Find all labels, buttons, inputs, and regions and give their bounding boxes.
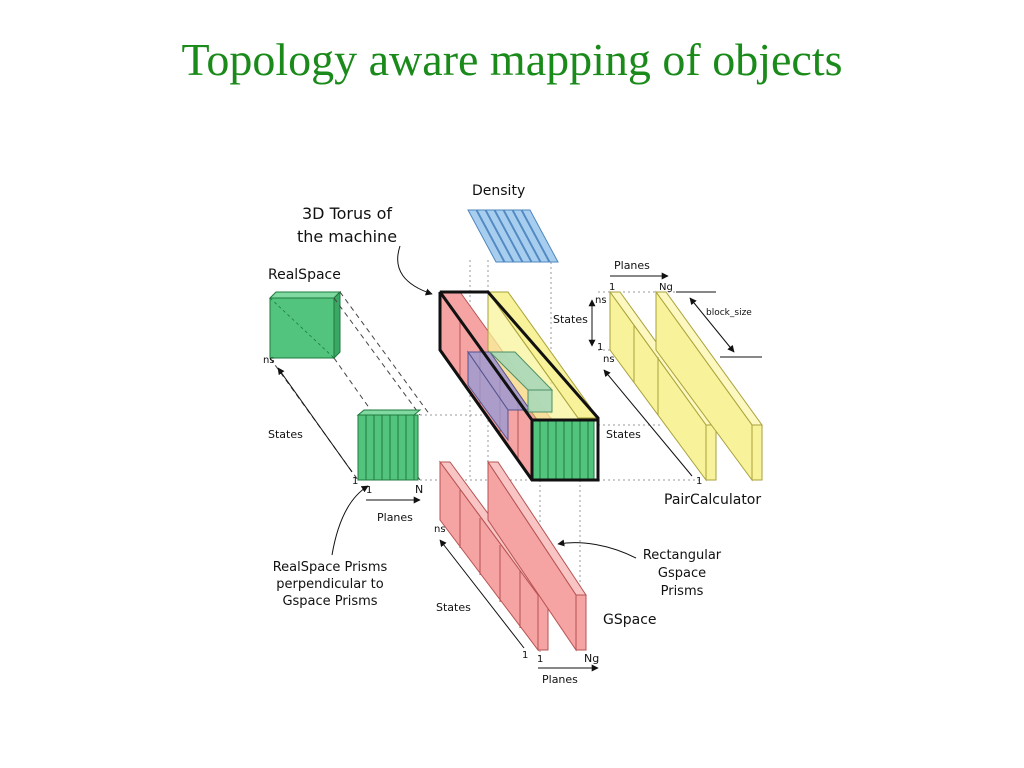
rect-gspace-callout-arrow xyxy=(557,539,637,559)
realspace-one-a: 1 xyxy=(352,476,358,487)
gspace-planes-label: Planes xyxy=(542,673,578,686)
realspace-states-arrow xyxy=(277,367,353,473)
torus-box xyxy=(438,290,600,482)
gspace-prisms xyxy=(439,460,587,652)
realspace-cube xyxy=(268,290,342,360)
gspace-Ng-label: Ng xyxy=(584,652,599,665)
rect-gspace-label-line1: Rectangular xyxy=(643,548,722,563)
realspace-N-label: N xyxy=(415,483,423,496)
realspace-prisms-callout-arrow xyxy=(331,485,369,556)
density-label: Density xyxy=(472,183,525,199)
realspace-prisms-label-line1: RealSpace Prisms xyxy=(273,560,388,575)
gspace-one-a: 1 xyxy=(522,650,528,661)
paircalculator-one-bottom: 1 xyxy=(696,476,702,487)
gspace-states-arrow xyxy=(439,539,525,649)
paircalculator-states-arrow xyxy=(603,369,693,477)
paircalculator-Ng-label: Ng xyxy=(659,282,673,293)
realspace-states-label: States xyxy=(268,428,303,441)
torus-label-line1: 3D Torus of xyxy=(302,204,392,223)
rect-gspace-label-line2: Gspace xyxy=(658,566,706,581)
realspace-ns-label: ns xyxy=(263,355,275,366)
torus-ns-label: ns xyxy=(595,295,607,306)
rect-gspace-label-line3: Prisms xyxy=(661,584,704,599)
torus-label-line2: the machine xyxy=(297,227,397,246)
gspace-states-label: States xyxy=(436,601,471,614)
density-planes xyxy=(467,209,559,263)
block-size-label: block_size xyxy=(706,308,752,318)
paircalculator-ns-label: ns xyxy=(603,354,615,365)
paircalculator-label: PairCalculator xyxy=(664,492,761,508)
paircalculator-states-label: States xyxy=(606,428,641,441)
torus-callout-arrow xyxy=(397,245,433,296)
gspace-label: GSpace xyxy=(603,612,657,628)
realspace-planes-label: Planes xyxy=(377,511,413,524)
torus-one-label: 1 xyxy=(597,342,603,353)
block-size-dimension xyxy=(689,297,735,353)
paircalculator-one-label: 1 xyxy=(609,282,615,293)
realspace-prisms-label-line2: perpendicular to xyxy=(276,577,383,592)
slide-title: Topology aware mapping of objects xyxy=(181,34,843,85)
gspace-one-b: 1 xyxy=(537,654,543,665)
realspace-label: RealSpace xyxy=(268,267,341,283)
realspace-prism xyxy=(356,409,422,481)
realspace-prisms-label-line3: Gspace Prisms xyxy=(282,594,377,609)
torus-states-label: States xyxy=(553,313,588,326)
paircalculator-planes-label: Planes xyxy=(614,259,650,272)
paircalculator-prisms xyxy=(609,290,763,482)
gspace-ns-label: ns xyxy=(434,524,446,535)
realspace-one-b: 1 xyxy=(366,485,372,496)
